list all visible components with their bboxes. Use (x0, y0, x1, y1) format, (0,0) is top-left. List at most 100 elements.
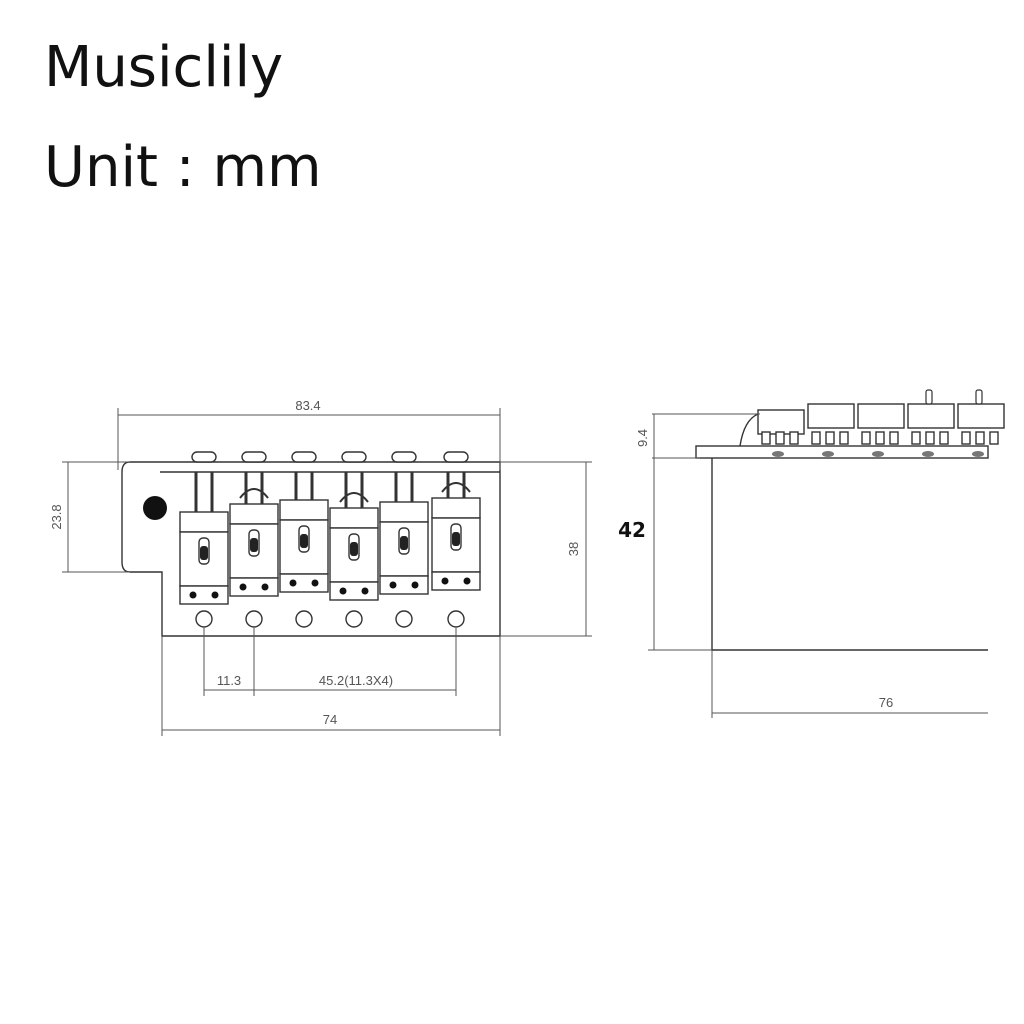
dim-bottom-width: 74 (323, 712, 337, 727)
side-saddle-leg (775, 431, 785, 445)
saddle-screw-icon (311, 579, 319, 587)
saddle (431, 451, 481, 591)
side-saddle-leg (961, 431, 971, 445)
saddle-base (329, 581, 379, 601)
side-saddle-top (807, 403, 855, 429)
string-hole-icon (447, 610, 465, 628)
side-tremolo-block (711, 458, 988, 651)
saddle-screw-icon (389, 581, 397, 589)
saddle-screw-icon (189, 591, 197, 599)
side-saddle-leg (811, 431, 821, 445)
intonation-screw-icon (400, 536, 408, 550)
string-curve (441, 482, 471, 493)
side-base-plate (695, 445, 989, 459)
saddle-top (329, 507, 379, 529)
string-hole-icon (295, 610, 313, 628)
saddle-post-cap (391, 451, 417, 463)
saddle-base (379, 575, 429, 595)
side-saddle (957, 389, 1005, 457)
saddle-post-cap (341, 451, 367, 463)
dim-spacing-total: 45.2(11.3X4) (319, 673, 393, 688)
intonation-screw-icon (452, 532, 460, 546)
saddle-screw-icon (239, 583, 247, 591)
side-screw-icon (822, 451, 834, 457)
saddle (379, 451, 429, 595)
dim-side-bottom-width: 76 (879, 695, 893, 710)
saddle-post-cap (241, 451, 267, 463)
saddle-base (431, 571, 481, 591)
dim-right-height: 38 (566, 542, 581, 556)
unit-label: Unit : mm (44, 135, 322, 200)
string-curve (239, 488, 269, 499)
side-saddle-top (757, 409, 805, 435)
saddle-screw-icon (411, 581, 419, 589)
string-hole-icon (345, 610, 363, 628)
saddle-screw-icon (339, 587, 347, 595)
side-saddle-leg (925, 431, 935, 445)
saddle-post-cap (191, 451, 217, 463)
saddle-top (431, 497, 481, 519)
saddle-screw-icon (261, 583, 269, 591)
saddle-base (229, 577, 279, 597)
side-screw-icon (972, 451, 984, 457)
brand-title: Musiclily (44, 35, 284, 100)
mounting-hole-icon (143, 496, 167, 520)
side-saddle-top (857, 403, 905, 429)
side-saddle-leg (889, 431, 899, 445)
side-saddle (807, 403, 855, 457)
intonation-screw-icon (200, 546, 208, 560)
saddle-screw-icon (211, 591, 219, 599)
dim-side-top-height: 9.4 (635, 429, 650, 447)
saddle-screw-icon (463, 577, 471, 585)
side-screw-icon (872, 451, 884, 457)
string-hole-group (195, 610, 465, 628)
intonation-screw-icon (250, 538, 258, 552)
string-curve (339, 492, 369, 503)
side-saddle-leg (761, 431, 771, 445)
dim-spacing-single: 11.3 (217, 673, 241, 688)
saddle-screw-icon (441, 577, 449, 585)
front-base-plate (121, 461, 501, 637)
dim-left-height: 23.8 (49, 504, 64, 529)
saddle (329, 451, 379, 601)
side-saddle-leg (789, 431, 799, 445)
saddle-post-cap (443, 451, 469, 463)
saddle-top (379, 501, 429, 523)
side-saddle-leg (875, 431, 885, 445)
string-hole-icon (245, 610, 263, 628)
side-saddle-leg (825, 431, 835, 445)
saddle-top (279, 499, 329, 521)
front-view: 83.4 23.8 38 11.3 45.2(11.3X4) 74 (49, 398, 592, 736)
side-saddle (907, 389, 955, 457)
saddle (179, 451, 229, 605)
side-saddle-leg (989, 431, 999, 445)
intonation-screw-icon (350, 542, 358, 556)
side-view: 9.4 42 76 (618, 389, 1005, 718)
saddle-top (179, 511, 229, 533)
side-screw-icon (922, 451, 934, 457)
saddle-screw-icon (361, 587, 369, 595)
side-saddle (757, 409, 805, 457)
saddle-top (229, 503, 279, 525)
saddle-base (179, 585, 229, 605)
saddle (229, 451, 279, 597)
string-hole-icon (195, 610, 213, 628)
side-post-icon (925, 389, 933, 405)
string-hole-icon (395, 610, 413, 628)
dim-block-height: 42 (618, 518, 646, 542)
side-plate-curve (739, 413, 759, 447)
intonation-screw-icon (300, 534, 308, 548)
side-saddle-top (957, 403, 1005, 429)
saddle-base (279, 573, 329, 593)
saddle-screw-icon (289, 579, 297, 587)
side-saddle-leg (839, 431, 849, 445)
side-saddle-leg (861, 431, 871, 445)
side-screw-icon (772, 451, 784, 457)
side-saddle-leg (911, 431, 921, 445)
side-saddle-top (907, 403, 955, 429)
side-saddle-group (757, 389, 1005, 457)
saddle-post-cap (291, 451, 317, 463)
side-saddle (857, 403, 905, 457)
side-saddle-leg (975, 431, 985, 445)
